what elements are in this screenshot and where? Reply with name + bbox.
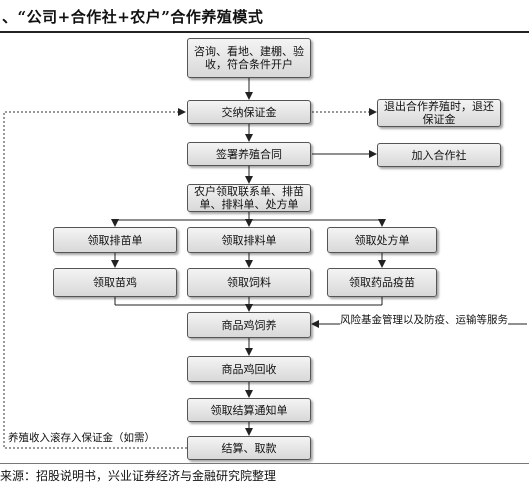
title-divider: [0, 31, 529, 33]
step-deposit: 交纳保证金: [187, 100, 311, 124]
footer-divider: [0, 463, 529, 464]
step-prescription: 领取处方单: [327, 227, 437, 253]
step-sign-contract: 签署养殖合同: [187, 142, 311, 166]
deposit-rollover-label: 养殖收入滚存入保证金（如需）: [8, 430, 155, 445]
step-receive-vaccines: 领取药品疫苗: [327, 268, 437, 297]
step-recovery: 商品鸡回收: [187, 356, 311, 382]
source-note: 来源：招股说明书，兴业证券经济与金融研究院整理: [0, 469, 277, 483]
dotted-loop-deposit: [3, 108, 187, 449]
risk-service-label: 风险基金管理以及防疫、运输等服务: [340, 312, 508, 327]
step-consult: 咨询、看地、建棚、验收，符合条件开户: [187, 38, 311, 78]
step-settle-withdraw: 结算、取款: [187, 436, 311, 460]
step-receive-feed: 领取饲料: [187, 268, 311, 297]
step-receive-chicks: 领取苗鸡: [53, 268, 177, 297]
page-title: 、“公司+合作社+农户”合作养殖模式: [2, 8, 264, 26]
step-raising: 商品鸡饲养: [187, 312, 311, 338]
join-coop-box: 加入合作社: [377, 143, 501, 167]
step-collect-forms: 农户领取联系单、排苗单、排料单、处方单: [187, 184, 311, 212]
step-chick-order: 领取排苗单: [53, 227, 177, 253]
step-feed-order: 领取排料单: [187, 227, 311, 253]
exit-refund-box: 退出合作养殖时，退还保证金: [377, 99, 501, 127]
step-settlement-notice: 领取结算通知单: [187, 398, 311, 422]
